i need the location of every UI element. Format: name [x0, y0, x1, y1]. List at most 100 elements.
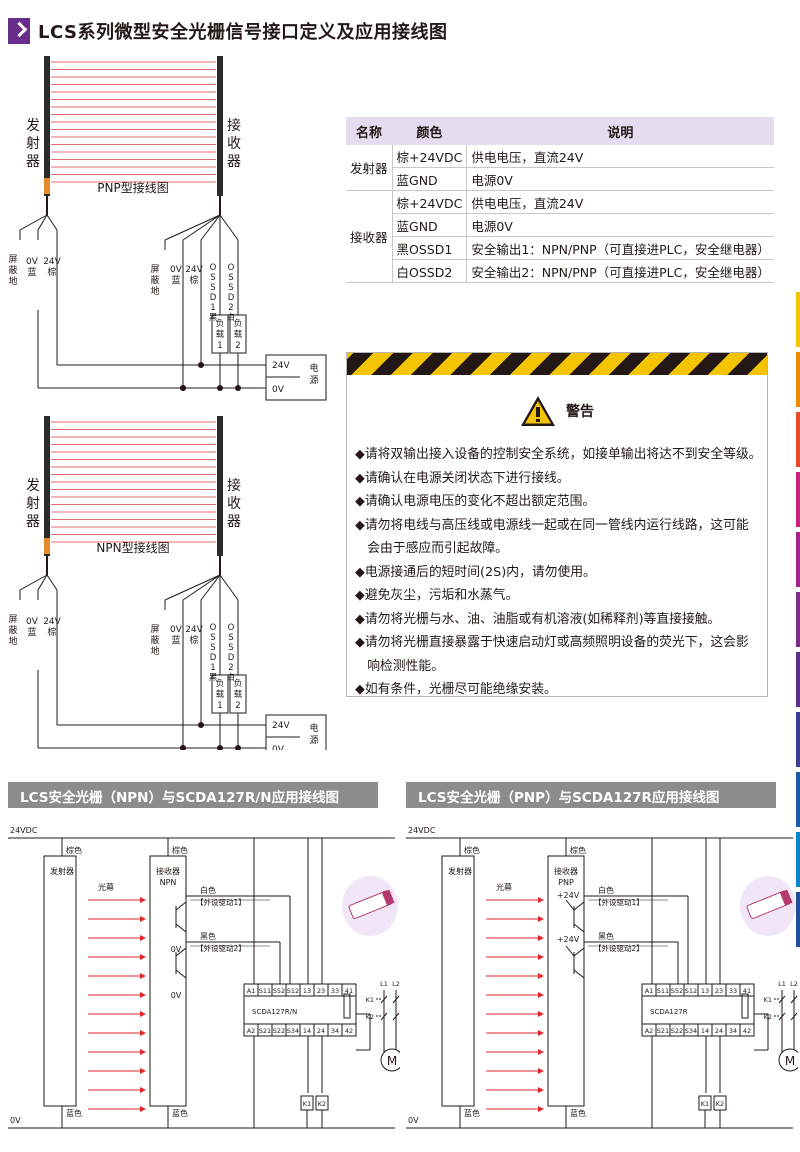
controller-terminal-icon	[779, 889, 793, 906]
brown-label: 棕	[47, 626, 56, 638]
ossd2-label: D	[228, 653, 235, 663]
receiver-box	[149, 855, 187, 1107]
ossd2-label: 2	[228, 663, 233, 673]
receiver-label: 收	[227, 496, 241, 512]
load-1-label: 1	[217, 341, 222, 351]
terminal-label: A2	[247, 1027, 256, 1035]
curtain-arrow-head	[140, 992, 146, 998]
k1-contact-label: K1	[366, 996, 374, 1004]
side-tab	[796, 472, 800, 527]
cell-description: 供电电压，直流24V	[466, 190, 774, 214]
shield-label: 地	[150, 645, 159, 657]
wiring-diagrams-svg: 发射器接收器PNP型接线图屏蔽地0V蓝24V棕屏蔽地0V蓝24V棕OSSD1黑O…	[8, 56, 327, 750]
terminal-label: S12	[287, 987, 299, 995]
load-2-label: 2	[235, 701, 240, 711]
shield-wire	[19, 574, 48, 591]
terminal-label: 34	[331, 1027, 339, 1035]
psu-0v-label: 0V	[272, 385, 285, 395]
curtain-arrow-head	[538, 1011, 544, 1017]
warning-item: ◆请勿将光栅与水、油、油脂或有机溶液(如稀释剂)等直接接触。	[355, 611, 721, 627]
terminal-top	[341, 983, 357, 997]
external-drive-label: 【外设驱动2】	[196, 943, 246, 953]
cell-device: 接收器	[346, 190, 393, 283]
emitter-label: 发射器	[448, 866, 472, 876]
terminal-label: 23	[317, 987, 325, 995]
terminal-label: S21	[657, 1027, 669, 1035]
curtain-arrow-head	[538, 973, 544, 979]
cell-device: 发射器	[346, 145, 393, 191]
shield-label: 蔽	[150, 274, 159, 286]
terminal-top	[739, 983, 755, 997]
header-name: 名称	[346, 117, 393, 145]
ossd2-label: 白	[227, 312, 236, 323]
ossd1-label: O	[210, 623, 217, 633]
brown-label: 棕	[47, 266, 56, 278]
warning-triangle-icon	[521, 396, 555, 426]
cell-color: 棕+24VDC	[392, 145, 468, 168]
psu-label: 源	[309, 735, 318, 746]
warning-item: 会由于感应而引起故障。	[355, 541, 508, 556]
k1-coil-label: K1	[303, 1100, 311, 1108]
terminal-label: S22	[273, 1027, 285, 1035]
shield-label: 屏	[150, 264, 159, 275]
receiver-label: 接收器	[156, 866, 180, 876]
brown-label: 棕色	[172, 845, 188, 855]
curtain-arrow-head	[538, 1068, 544, 1074]
feedback-contact	[741, 993, 749, 1019]
terminal-label: S34	[287, 1027, 299, 1035]
phase-label: L1	[778, 980, 786, 988]
receiver-label: 收	[227, 136, 241, 152]
diagram-title: NPN型接线图	[96, 540, 169, 555]
junction-dot	[217, 385, 223, 391]
emitter-box	[441, 855, 475, 1107]
receiver-type-label: PNP	[558, 878, 574, 887]
junction-dot	[198, 362, 204, 368]
receiver-label: 接	[227, 117, 241, 134]
ossd2-label: D	[228, 293, 235, 303]
side-tab	[796, 652, 800, 707]
cell-color: 蓝GND	[392, 213, 468, 237]
junction-dot	[217, 745, 223, 750]
output-color-label: 白色	[200, 885, 216, 895]
psu-label: 源	[309, 375, 318, 386]
receiver-bar	[217, 416, 223, 556]
supply-label: 24VDC	[408, 826, 436, 835]
motor-symbol	[380, 1048, 400, 1072]
k1-main-contact	[380, 995, 388, 1004]
emitter-label: 发	[26, 478, 40, 494]
curtain-arrow-head	[538, 1030, 544, 1036]
shield-label: 蔽	[150, 634, 159, 646]
cell-description: 安全输出1：NPN/PNP（可直接进PLC，安全继电器）	[466, 236, 774, 260]
transistor-pullup	[565, 899, 575, 911]
k2-contact-label: K2	[366, 1013, 374, 1021]
ossd2-label: O	[228, 263, 235, 273]
section-bar-pnp	[406, 782, 776, 808]
controller-terminal-icon	[381, 889, 395, 906]
cell-description: 安全输出2：NPN/PNP（可直接进PLC，安全继电器）	[466, 259, 774, 283]
table-row: 发射器 棕+24VDC 供电电压，直流24V	[346, 145, 774, 191]
emitter-connector	[44, 538, 50, 554]
curtain-arrow-head	[538, 1049, 544, 1055]
terminal-label: 13	[701, 987, 709, 995]
phase-label: L2	[392, 980, 400, 988]
terminal-label: 34	[729, 1027, 737, 1035]
pnp-application-diagram: 24VDC0V发射器棕色蓝色接收器PNP棕色蓝色光幕白色【外设驱动1】+24V黑…	[406, 826, 798, 1129]
k2-coil-label: K2	[716, 1100, 724, 1108]
brown-label: 棕色	[464, 845, 480, 855]
ossd1-label: S	[210, 273, 215, 283]
curtain-arrow-head	[140, 935, 146, 941]
terminal-label: 24	[317, 1027, 325, 1035]
terminal-label: 14	[303, 1027, 311, 1035]
side-tab	[796, 292, 800, 347]
emitter-box	[43, 855, 77, 1107]
curtain-arrow-head	[140, 1011, 146, 1017]
brown-label: 棕	[189, 634, 198, 646]
curtain-label: 光幕	[98, 882, 114, 892]
ossd1-label: D	[210, 653, 217, 663]
pnp-application-svg: 24VDC0V发射器棕色蓝色接收器PNP棕色蓝色光幕白色【外设驱动1】+24V黑…	[406, 826, 798, 1129]
module-label: SCDA127R	[650, 1008, 688, 1016]
zero-v-label: 0V	[170, 265, 183, 275]
shield-wire	[164, 214, 221, 241]
transistor-emitter	[175, 923, 187, 933]
k2-main-contact	[392, 1012, 400, 1021]
